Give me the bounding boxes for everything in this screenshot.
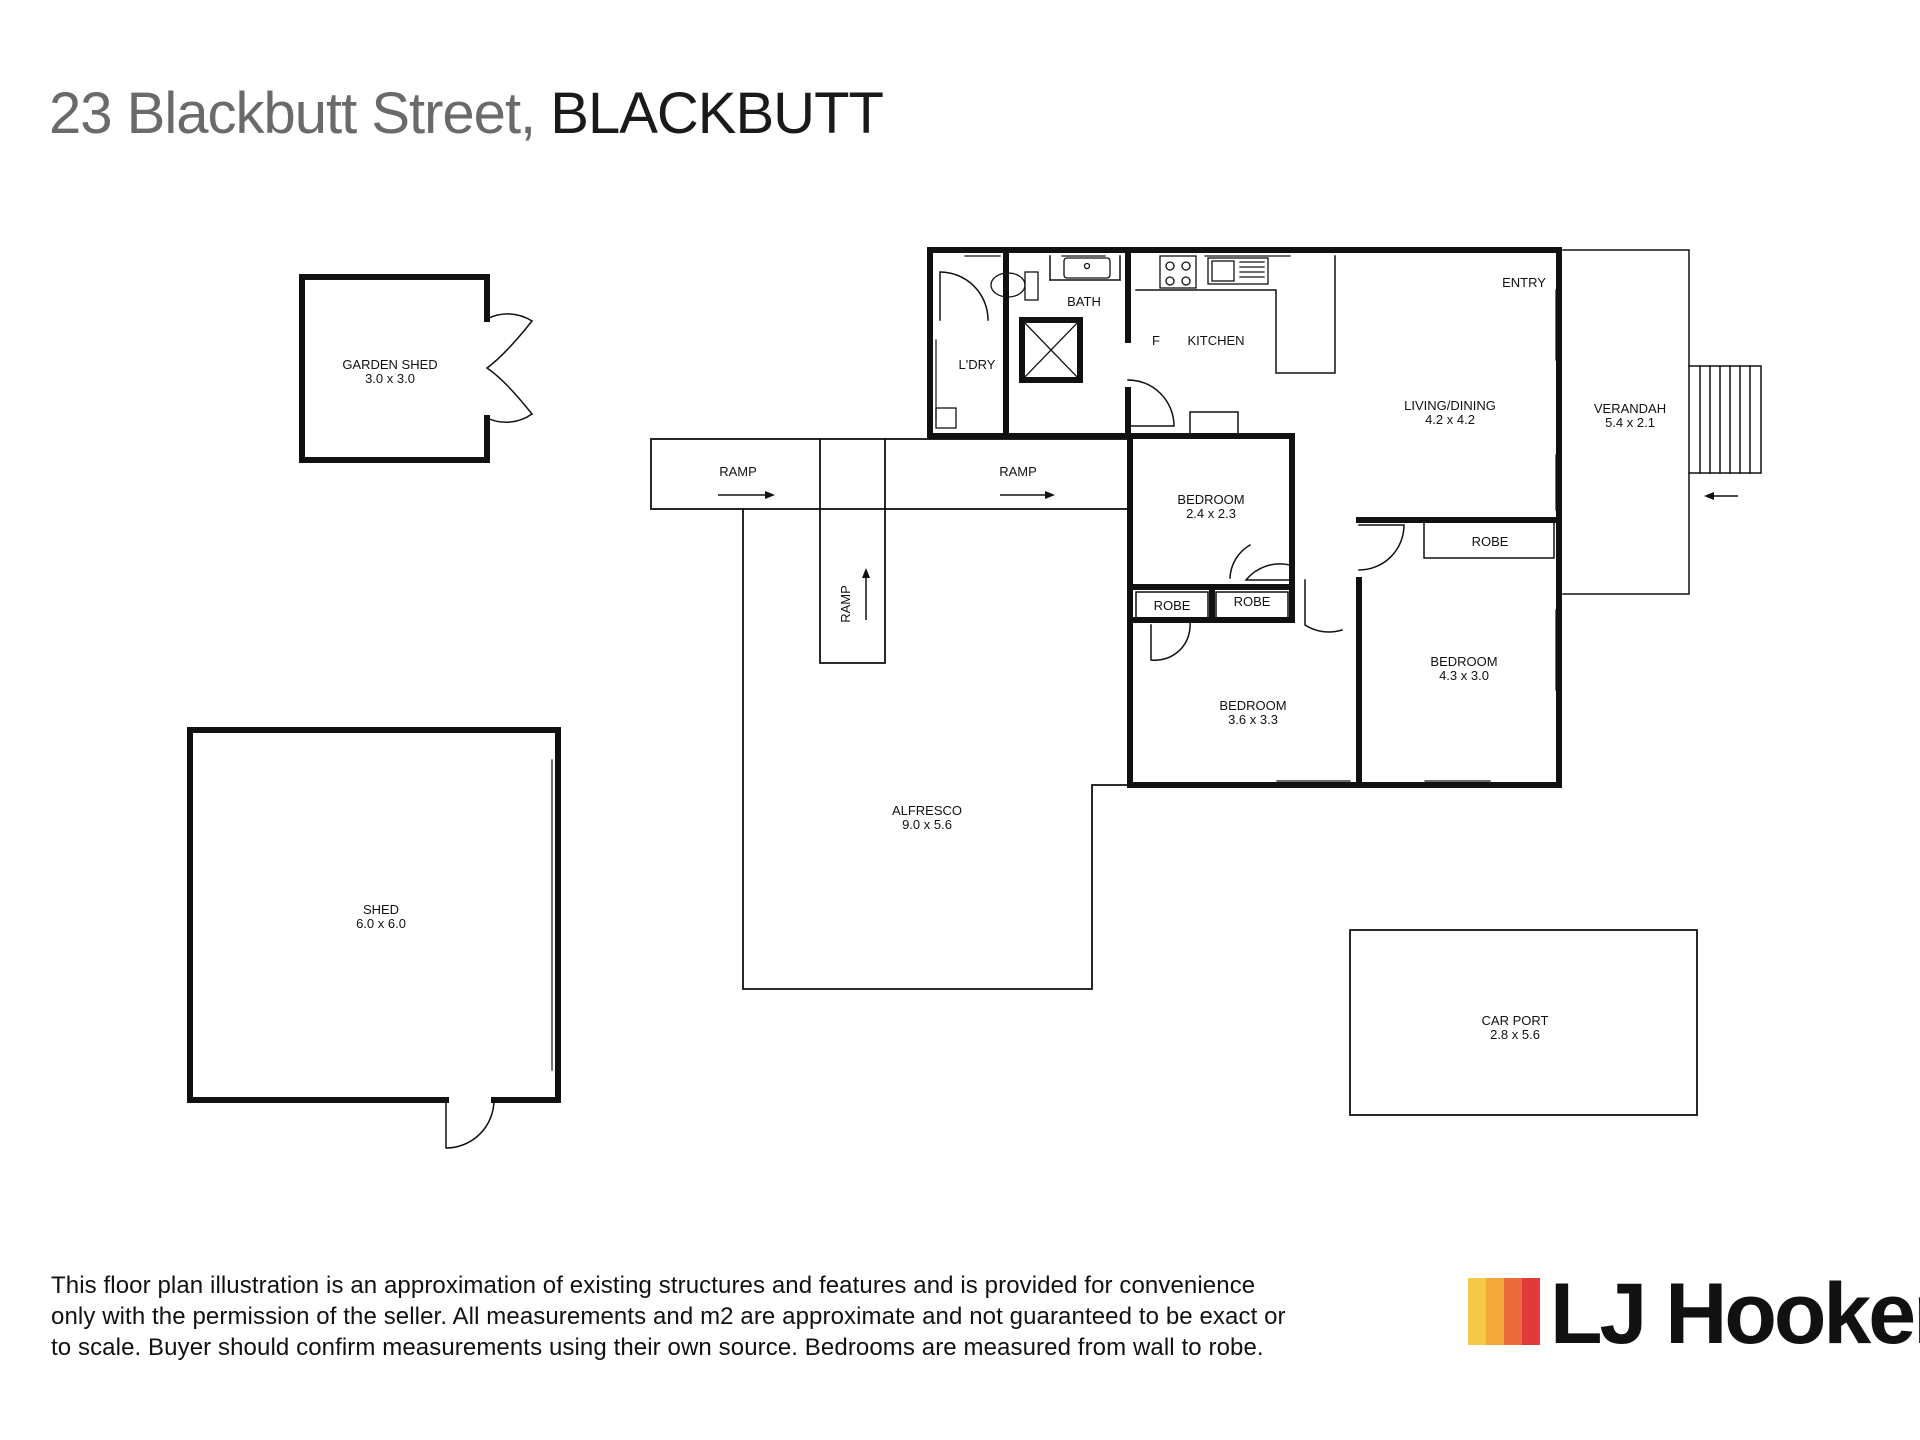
- garden-shed-label: GARDEN SHED: [342, 357, 437, 372]
- bedroom-3-dim: 4.3 x 3.0: [1439, 668, 1489, 683]
- robe-1-label: ROBE: [1154, 598, 1191, 613]
- disclaimer-line: only with the permission of the seller. …: [51, 1303, 1286, 1330]
- fixtures: [935, 255, 1269, 429]
- disclaimer-line: This floor plan illustration is an appro…: [51, 1272, 1256, 1299]
- logo-color-bars: [1468, 1278, 1540, 1345]
- entry-label: ENTRY: [1502, 275, 1546, 290]
- interior-details: [1049, 249, 1762, 619]
- carport-label: CAR PORT: [1482, 1013, 1549, 1028]
- garden-shed-structure: [299, 274, 534, 463]
- robe-2-label: ROBE: [1234, 594, 1271, 609]
- ramp-arrows: [718, 491, 1738, 620]
- lj-hooker-logo: LJ Hooker: [1468, 1266, 1920, 1368]
- door-swings: [445, 271, 1405, 1149]
- alfresco-dim: 9.0 x 5.6: [902, 817, 952, 832]
- carport-outline: [1349, 929, 1698, 1116]
- windows: [931, 251, 1562, 788]
- kitchen-label: KITCHEN: [1187, 333, 1244, 348]
- address-street: 23 Blackbutt Street,: [49, 81, 536, 146]
- logo-bar: [1468, 1278, 1486, 1345]
- logo-bar: [1486, 1278, 1504, 1345]
- shed-structure: [187, 727, 561, 1103]
- house-walls: [927, 247, 1562, 788]
- verandah-label: VERANDAH: [1594, 401, 1666, 416]
- address-suburb: BLACKBUTT: [550, 81, 884, 146]
- logo-bar: [1504, 1278, 1522, 1345]
- disclaimer: This floor plan illustration is an appro…: [51, 1270, 1451, 1363]
- carport-dim: 2.8 x 5.6: [1490, 1027, 1540, 1042]
- garden-shed-dim: 3.0 x 3.0: [365, 371, 415, 386]
- living-dining-dim: 4.2 x 4.2: [1425, 412, 1475, 427]
- fridge-label: F: [1152, 333, 1160, 348]
- bath-label: BATH: [1067, 294, 1101, 309]
- bedroom-2-dim: 3.6 x 3.3: [1228, 712, 1278, 727]
- disclaimer-line: to scale. Buyer should confirm measureme…: [51, 1334, 1264, 1361]
- shed-dim: 6.0 x 6.0: [356, 916, 406, 931]
- bedroom-3-label: BEDROOM: [1430, 654, 1497, 669]
- alfresco-label: ALFRESCO: [892, 803, 962, 818]
- page-title: 23 Blackbutt Street, BLACKBUTT: [49, 80, 884, 147]
- ramp-3-label: RAMP: [838, 585, 853, 623]
- logo-brand-text: LJ Hooker: [1550, 1266, 1920, 1362]
- ramp-1-label: RAMP: [719, 464, 757, 479]
- robe-3-label: ROBE: [1472, 534, 1509, 549]
- verandah-dim: 5.4 x 2.1: [1605, 415, 1655, 430]
- bedroom-2-label: BEDROOM: [1219, 698, 1286, 713]
- logo-bar: [1522, 1278, 1540, 1345]
- ramp-2-label: RAMP: [999, 464, 1037, 479]
- shed-label: SHED: [363, 902, 399, 917]
- laundry-label: L'DRY: [959, 357, 996, 372]
- bedroom-1-dim: 2.4 x 2.3: [1186, 506, 1236, 521]
- living-dining-label: LIVING/DINING: [1404, 398, 1496, 413]
- bedroom-1-label: BEDROOM: [1177, 492, 1244, 507]
- alfresco-outline: [742, 508, 1131, 990]
